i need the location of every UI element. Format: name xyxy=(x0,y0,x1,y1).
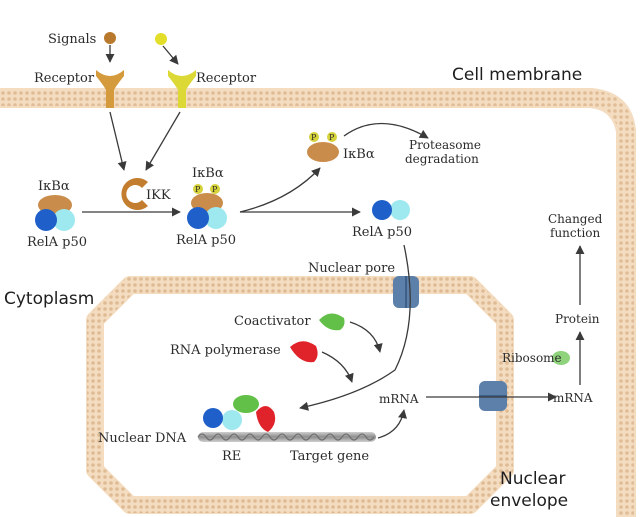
rela-p50-right-label: RelA p50 xyxy=(352,225,412,240)
phospho-mid-1-label: P xyxy=(195,185,201,194)
rela-mid-shape xyxy=(187,207,209,229)
target-gene-label: Target gene xyxy=(290,449,369,464)
phospho-top-2-label: P xyxy=(329,133,335,142)
phospho-mid-2 xyxy=(210,184,220,194)
mrna-nucleus-label: mRNA xyxy=(379,392,419,406)
ribosome-label: Ribosome xyxy=(502,351,562,365)
rela-p50-left-label: RelA p50 xyxy=(27,235,87,250)
changed-function-label-2: function xyxy=(550,226,601,240)
arrow-coactivator xyxy=(349,321,383,353)
nuclear-pore-top xyxy=(393,276,419,308)
nuclear-envelope xyxy=(86,276,514,514)
phospho-mid-2-label: P xyxy=(212,185,218,194)
proteasome-label-1: Proteasome xyxy=(409,138,481,152)
dna-helix xyxy=(197,432,376,442)
ikk-label: IKK xyxy=(146,188,171,203)
rna-polymerase-dna-shape xyxy=(256,406,276,432)
rela-right-shape xyxy=(372,200,392,220)
ikk-shape xyxy=(121,177,148,210)
rela-p50-mid-label: RelA p50 xyxy=(176,233,236,248)
phospho-top-2 xyxy=(327,132,337,142)
rela-dna-shape xyxy=(203,408,223,428)
receptor-left-label: Receptor xyxy=(34,71,95,86)
ikba-left-label: IκBα xyxy=(38,179,70,194)
phospho-mid-1 xyxy=(193,184,203,194)
p50-right-shape xyxy=(390,200,410,220)
coactivator-shape xyxy=(319,313,345,331)
nuclear-envelope-label-2: envelope xyxy=(490,491,568,511)
arrow-receptor-right-ikk xyxy=(145,111,181,171)
signal-molecule-left xyxy=(104,32,116,44)
nuclear-pore-right xyxy=(479,381,507,411)
coactivator-label: Coactivator xyxy=(234,314,311,329)
arrow-nfkb-to-dna xyxy=(299,244,411,411)
phospho-top-1-label: P xyxy=(311,133,317,142)
p50-dna-shape xyxy=(222,410,242,430)
arrow-to-proteasome xyxy=(343,122,429,139)
nuclear-pore-label: Nuclear pore xyxy=(308,261,395,276)
arrow-to-ikba-degradation xyxy=(239,167,321,213)
phospho-top-1 xyxy=(309,132,319,142)
rela-left-shape xyxy=(35,209,57,231)
receptor-right-shape xyxy=(168,70,196,108)
arrow-receptor-left-ikk xyxy=(109,111,127,171)
ikba-top-shape xyxy=(307,142,339,162)
mrna-cytoplasm-label: mRNA xyxy=(553,391,593,405)
p50-mid-shape xyxy=(205,207,227,229)
coactivator-dna-shape xyxy=(233,395,259,413)
cytoplasm-label: Cytoplasm xyxy=(4,289,94,309)
nuclear-dna-label: Nuclear DNA xyxy=(98,431,187,446)
arrow-rna-polymerase xyxy=(321,351,354,383)
receptor-left-shape xyxy=(96,70,124,108)
ikba-mid-label: IκBα xyxy=(192,166,224,181)
signal-molecule-right xyxy=(155,33,167,45)
proteasome-label-2: degradation xyxy=(405,152,479,166)
re-label: RE xyxy=(222,449,241,464)
rna-polymerase-shape xyxy=(290,341,318,363)
arrow-signal-right xyxy=(162,45,179,65)
protein-label: Protein xyxy=(555,312,600,326)
cell-membrane-label: Cell membrane xyxy=(452,65,582,85)
nuclear-envelope-label-1: Nuclear xyxy=(500,469,565,489)
arrow-gene-to-mrna xyxy=(377,409,408,439)
p50-left-shape xyxy=(53,209,75,231)
receptor-right-label: Receptor xyxy=(196,71,257,86)
rna-polymerase-label: RNA polymerase xyxy=(170,343,281,358)
signals-label: Signals xyxy=(48,32,96,47)
changed-function-label-1: Changed xyxy=(548,212,603,226)
ribosome-shape xyxy=(552,351,570,365)
ikba-top-label: IκBα xyxy=(343,147,375,162)
